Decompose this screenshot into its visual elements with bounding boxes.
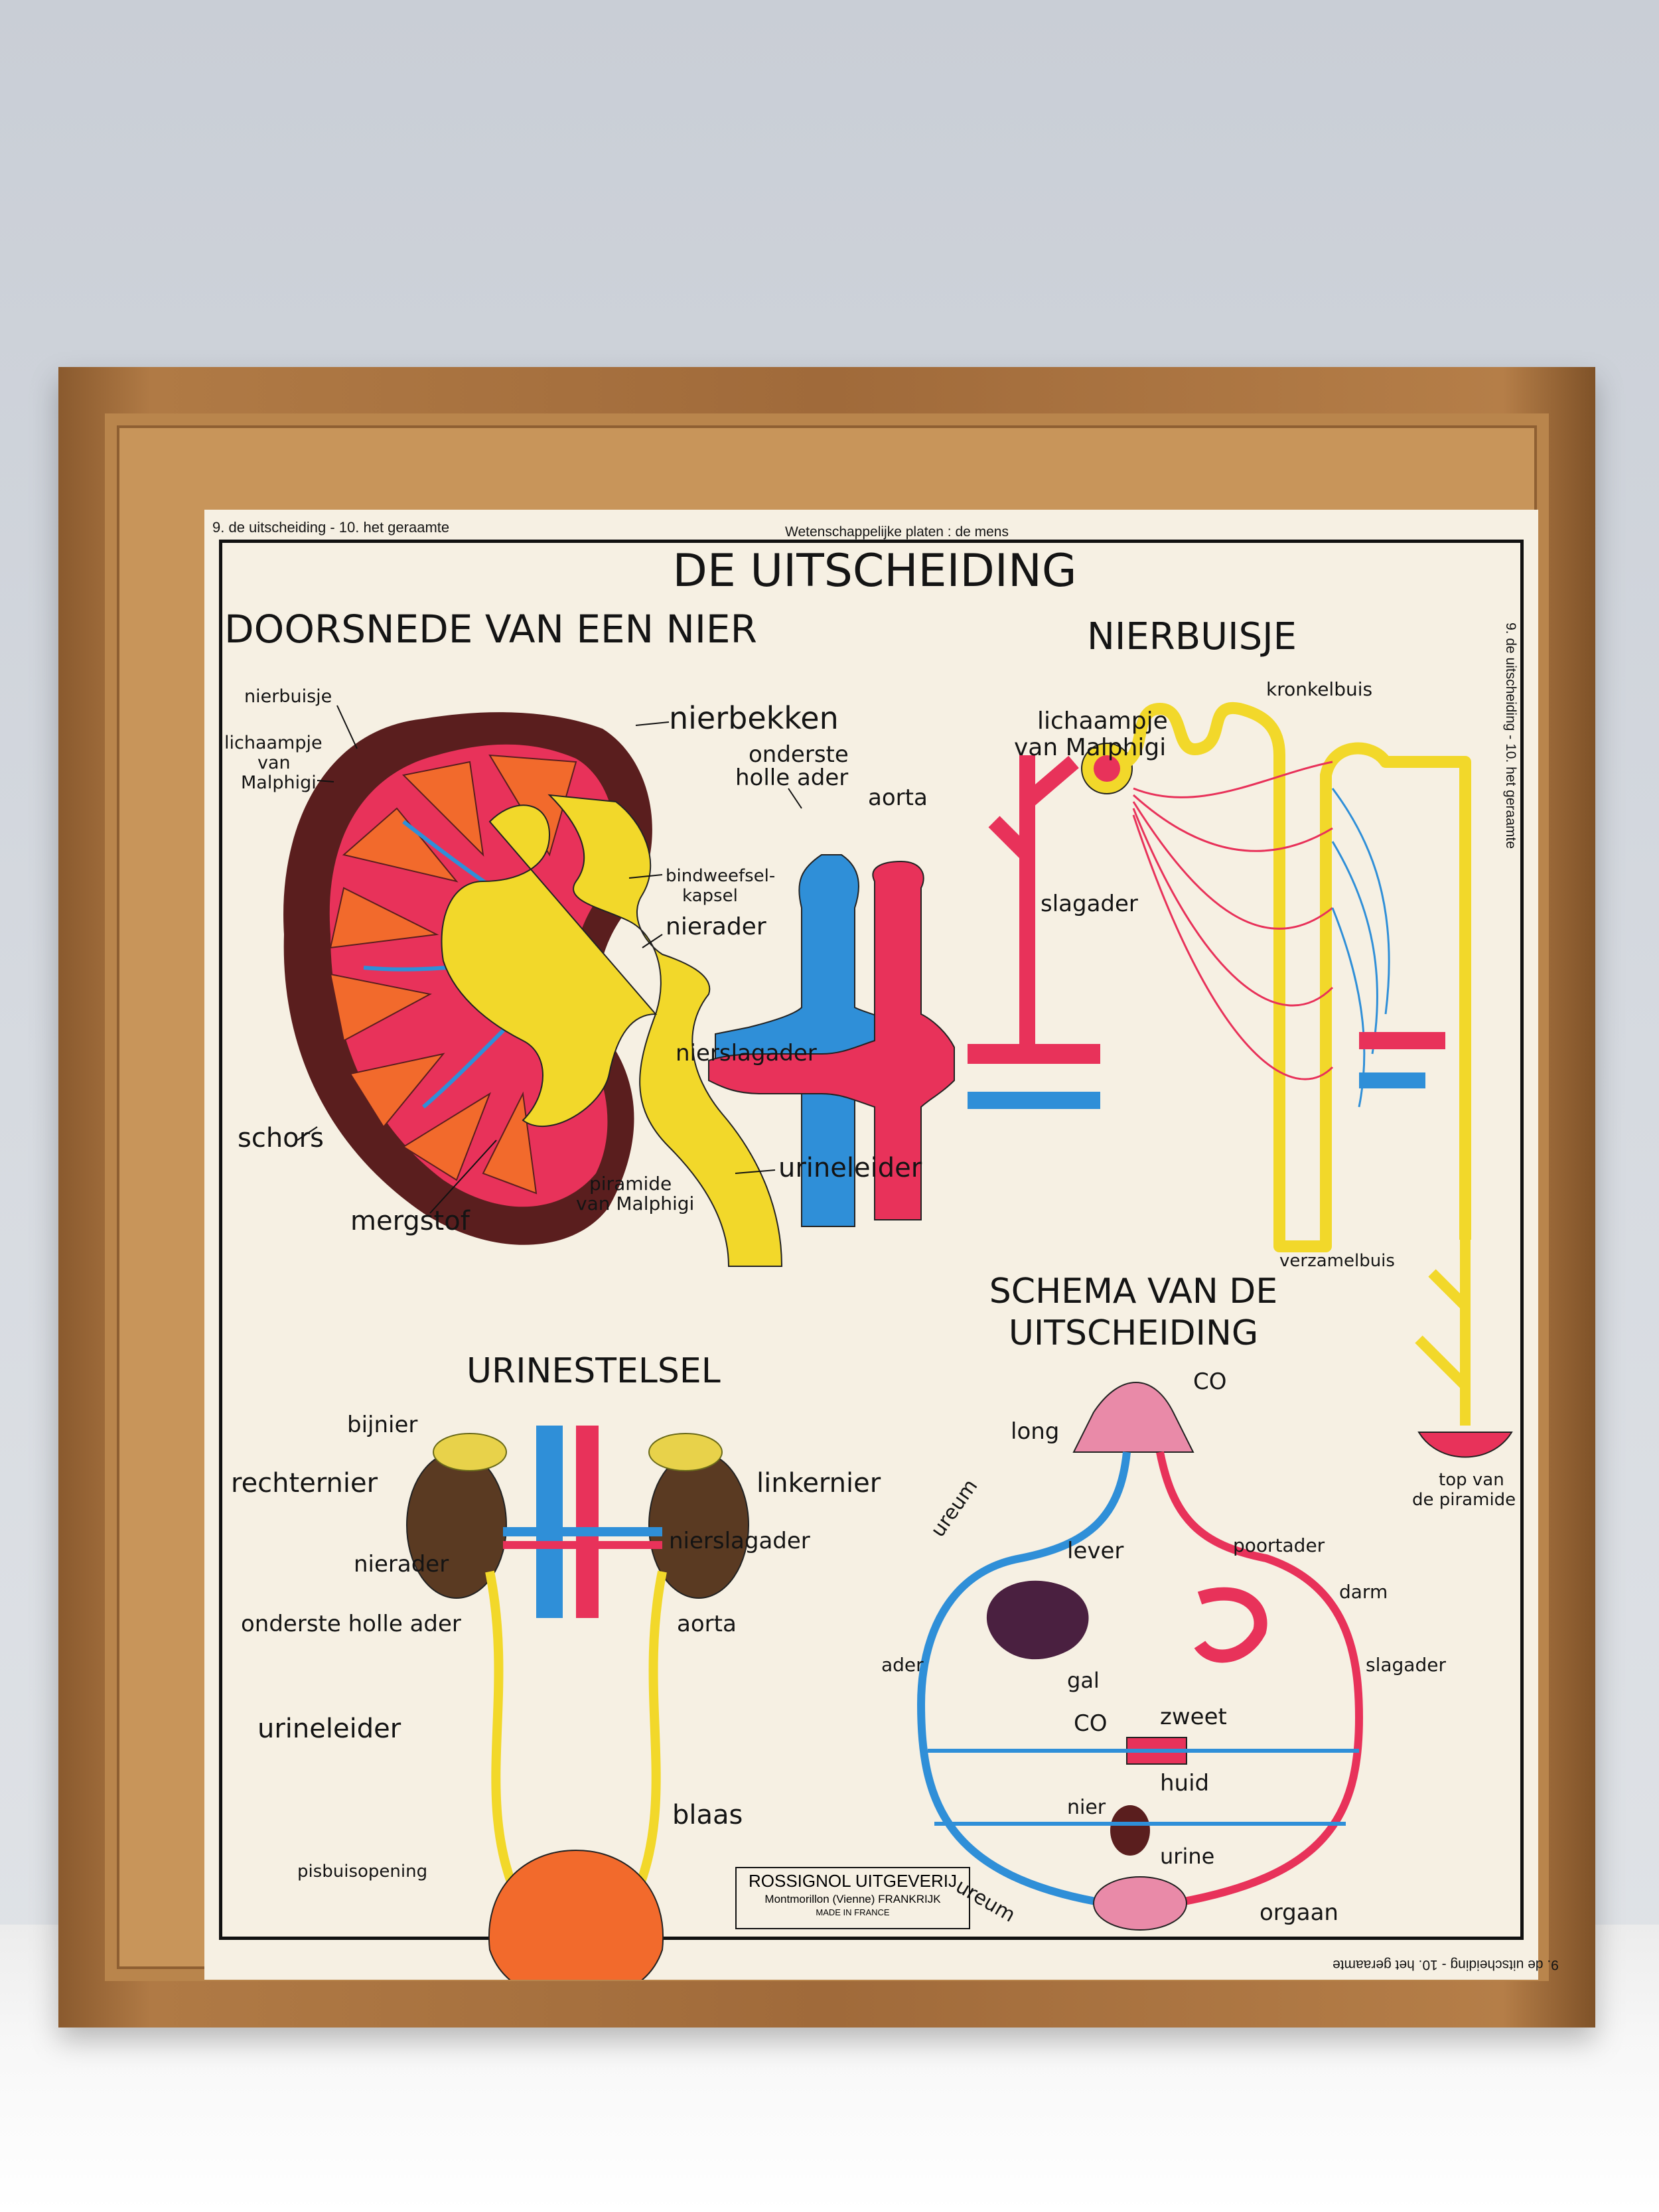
svg-text:aorta: aorta (868, 784, 928, 811)
svg-text:piramide: piramide (589, 1173, 672, 1195)
svg-text:pisbuisopening: pisbuisopening (297, 1862, 427, 1881)
renal-pyramids (329, 754, 577, 1195)
svg-text:van Malphigi: van Malphigi (1014, 734, 1166, 761)
svg-text:nierslagader: nierslagader (676, 1040, 817, 1067)
right-adrenal (433, 1433, 507, 1471)
organ (1093, 1876, 1187, 1931)
wooden-frame: 9. de uitscheiding - 10. het geraamte We… (58, 367, 1595, 2028)
svg-text:verzamelbuis: verzamelbuis (1279, 1251, 1395, 1271)
svg-text:slagader: slagader (1041, 891, 1138, 917)
svg-text:bijnier: bijnier (347, 1412, 417, 1438)
svg-text:nierbekken: nierbekken (669, 700, 839, 736)
kidney-section-title: DOORSNEDE VAN EEN NIER (224, 607, 757, 652)
svg-text:blaas: blaas (672, 1800, 743, 1830)
excretion-schema (916, 1382, 1364, 1931)
svg-text:urineleider: urineleider (257, 1714, 401, 1744)
intestine (1194, 1587, 1267, 1663)
urinary-section-title: URINESTELSEL (467, 1351, 721, 1391)
svg-text:urine: urine (1160, 1844, 1214, 1869)
publisher-box: ROSSIGNOL UITGEVERIJ Montmorillon (Vienn… (735, 1867, 970, 1929)
svg-text:orgaan: orgaan (1260, 1899, 1338, 1926)
pyramid-tip (1417, 1432, 1513, 1458)
schema-title-line2: UITSCHEIDING (1009, 1313, 1258, 1353)
svg-text:onderste holle ader: onderste holle ader (241, 1611, 461, 1637)
kidney-cross-section (283, 712, 955, 1267)
schema-artery (1156, 1451, 1364, 1907)
svg-text:nierader: nierader (666, 913, 766, 940)
svg-text:bindweefsel-: bindweefsel- (666, 866, 775, 886)
svg-text:zweet: zweet (1160, 1704, 1227, 1730)
svg-text:kronkelbuis: kronkelbuis (1266, 678, 1372, 700)
frame-inner-rebate: 9. de uitscheiding - 10. het geraamte We… (105, 413, 1559, 1981)
ureters (485, 1570, 667, 1913)
poster-illustration: DE UITSCHEIDING DOORSNEDE VAN EEN NIER N… (224, 545, 1516, 1980)
renal-pelvis (547, 794, 783, 1267)
svg-text:gal: gal (1067, 1668, 1100, 1693)
left-adrenal (648, 1433, 723, 1471)
poster: 9. de uitscheiding - 10. het geraamte We… (204, 510, 1559, 1980)
nephron-tubule (968, 701, 1513, 1458)
svg-text:Malphigi: Malphigi (241, 773, 317, 793)
publisher-city: Montmorillon (Vienne) FRANKRIJK (764, 1893, 941, 1905)
urinary-aorta (576, 1426, 599, 1618)
svg-text:long: long (1011, 1418, 1059, 1445)
svg-text:holle ader: holle ader (735, 765, 848, 791)
poster-border (219, 540, 1524, 1940)
urinary-system (406, 1426, 749, 1980)
urinary-vena-cava (536, 1426, 563, 1618)
header-center: Wetenschappelijke platen : de mens (785, 524, 1009, 540)
convoluted-tubule (1123, 701, 1471, 1252)
svg-text:nierslagader: nierslagader (669, 1528, 810, 1554)
svg-text:nierader: nierader (354, 1551, 449, 1578)
svg-text:linkernier: linkernier (757, 1468, 881, 1499)
svg-text:schors: schors (238, 1123, 324, 1153)
svg-text:urineleider: urineleider (778, 1153, 922, 1183)
publisher-name: ROSSIGNOL UITGEVERIJ (749, 1871, 957, 1891)
svg-text:onderste: onderste (749, 741, 849, 768)
svg-text:lever: lever (1067, 1538, 1123, 1564)
schema-kidney (1110, 1805, 1150, 1856)
schema-title-line1: SCHEMA VAN DE (989, 1272, 1277, 1311)
svg-text:aorta: aorta (677, 1611, 737, 1637)
svg-text:slagader: slagader (1366, 1654, 1446, 1676)
svg-text:CO: CO (1074, 1710, 1108, 1737)
bladder (488, 1849, 664, 1980)
aorta (708, 860, 955, 1220)
svg-text:CO: CO (1193, 1368, 1227, 1395)
made-in-label: MADE IN FRANCE (816, 1907, 890, 1917)
tubule-section-title: NIERBUISJE (1087, 615, 1297, 658)
header-left: 9. de uitscheiding - 10. het geraamte (212, 519, 450, 536)
svg-text:poortader: poortader (1233, 1534, 1325, 1556)
svg-text:lichaampje: lichaampje (1037, 707, 1168, 735)
svg-text:top van: top van (1439, 1470, 1504, 1490)
liver (986, 1580, 1089, 1660)
lung (1072, 1382, 1194, 1453)
svg-text:van Malphigi: van Malphigi (576, 1193, 694, 1215)
svg-text:darm: darm (1339, 1581, 1388, 1603)
svg-text:nier: nier (1067, 1796, 1106, 1819)
poster-title: DE UITSCHEIDING (672, 545, 1076, 597)
svg-text:ader: ader (881, 1654, 924, 1676)
svg-text:mergstof: mergstof (350, 1206, 470, 1236)
svg-text:lichaampje: lichaampje (224, 733, 323, 753)
svg-text:nierbuisje: nierbuisje (244, 686, 332, 707)
svg-text:ureum: ureum (926, 1475, 983, 1542)
schema-vein (916, 1451, 1131, 1907)
svg-text:de piramide: de piramide (1412, 1490, 1516, 1510)
svg-text:rechternier: rechternier (231, 1468, 378, 1499)
svg-text:huid: huid (1160, 1770, 1209, 1797)
svg-text:kapsel: kapsel (682, 886, 738, 906)
svg-text:van: van (257, 753, 291, 773)
